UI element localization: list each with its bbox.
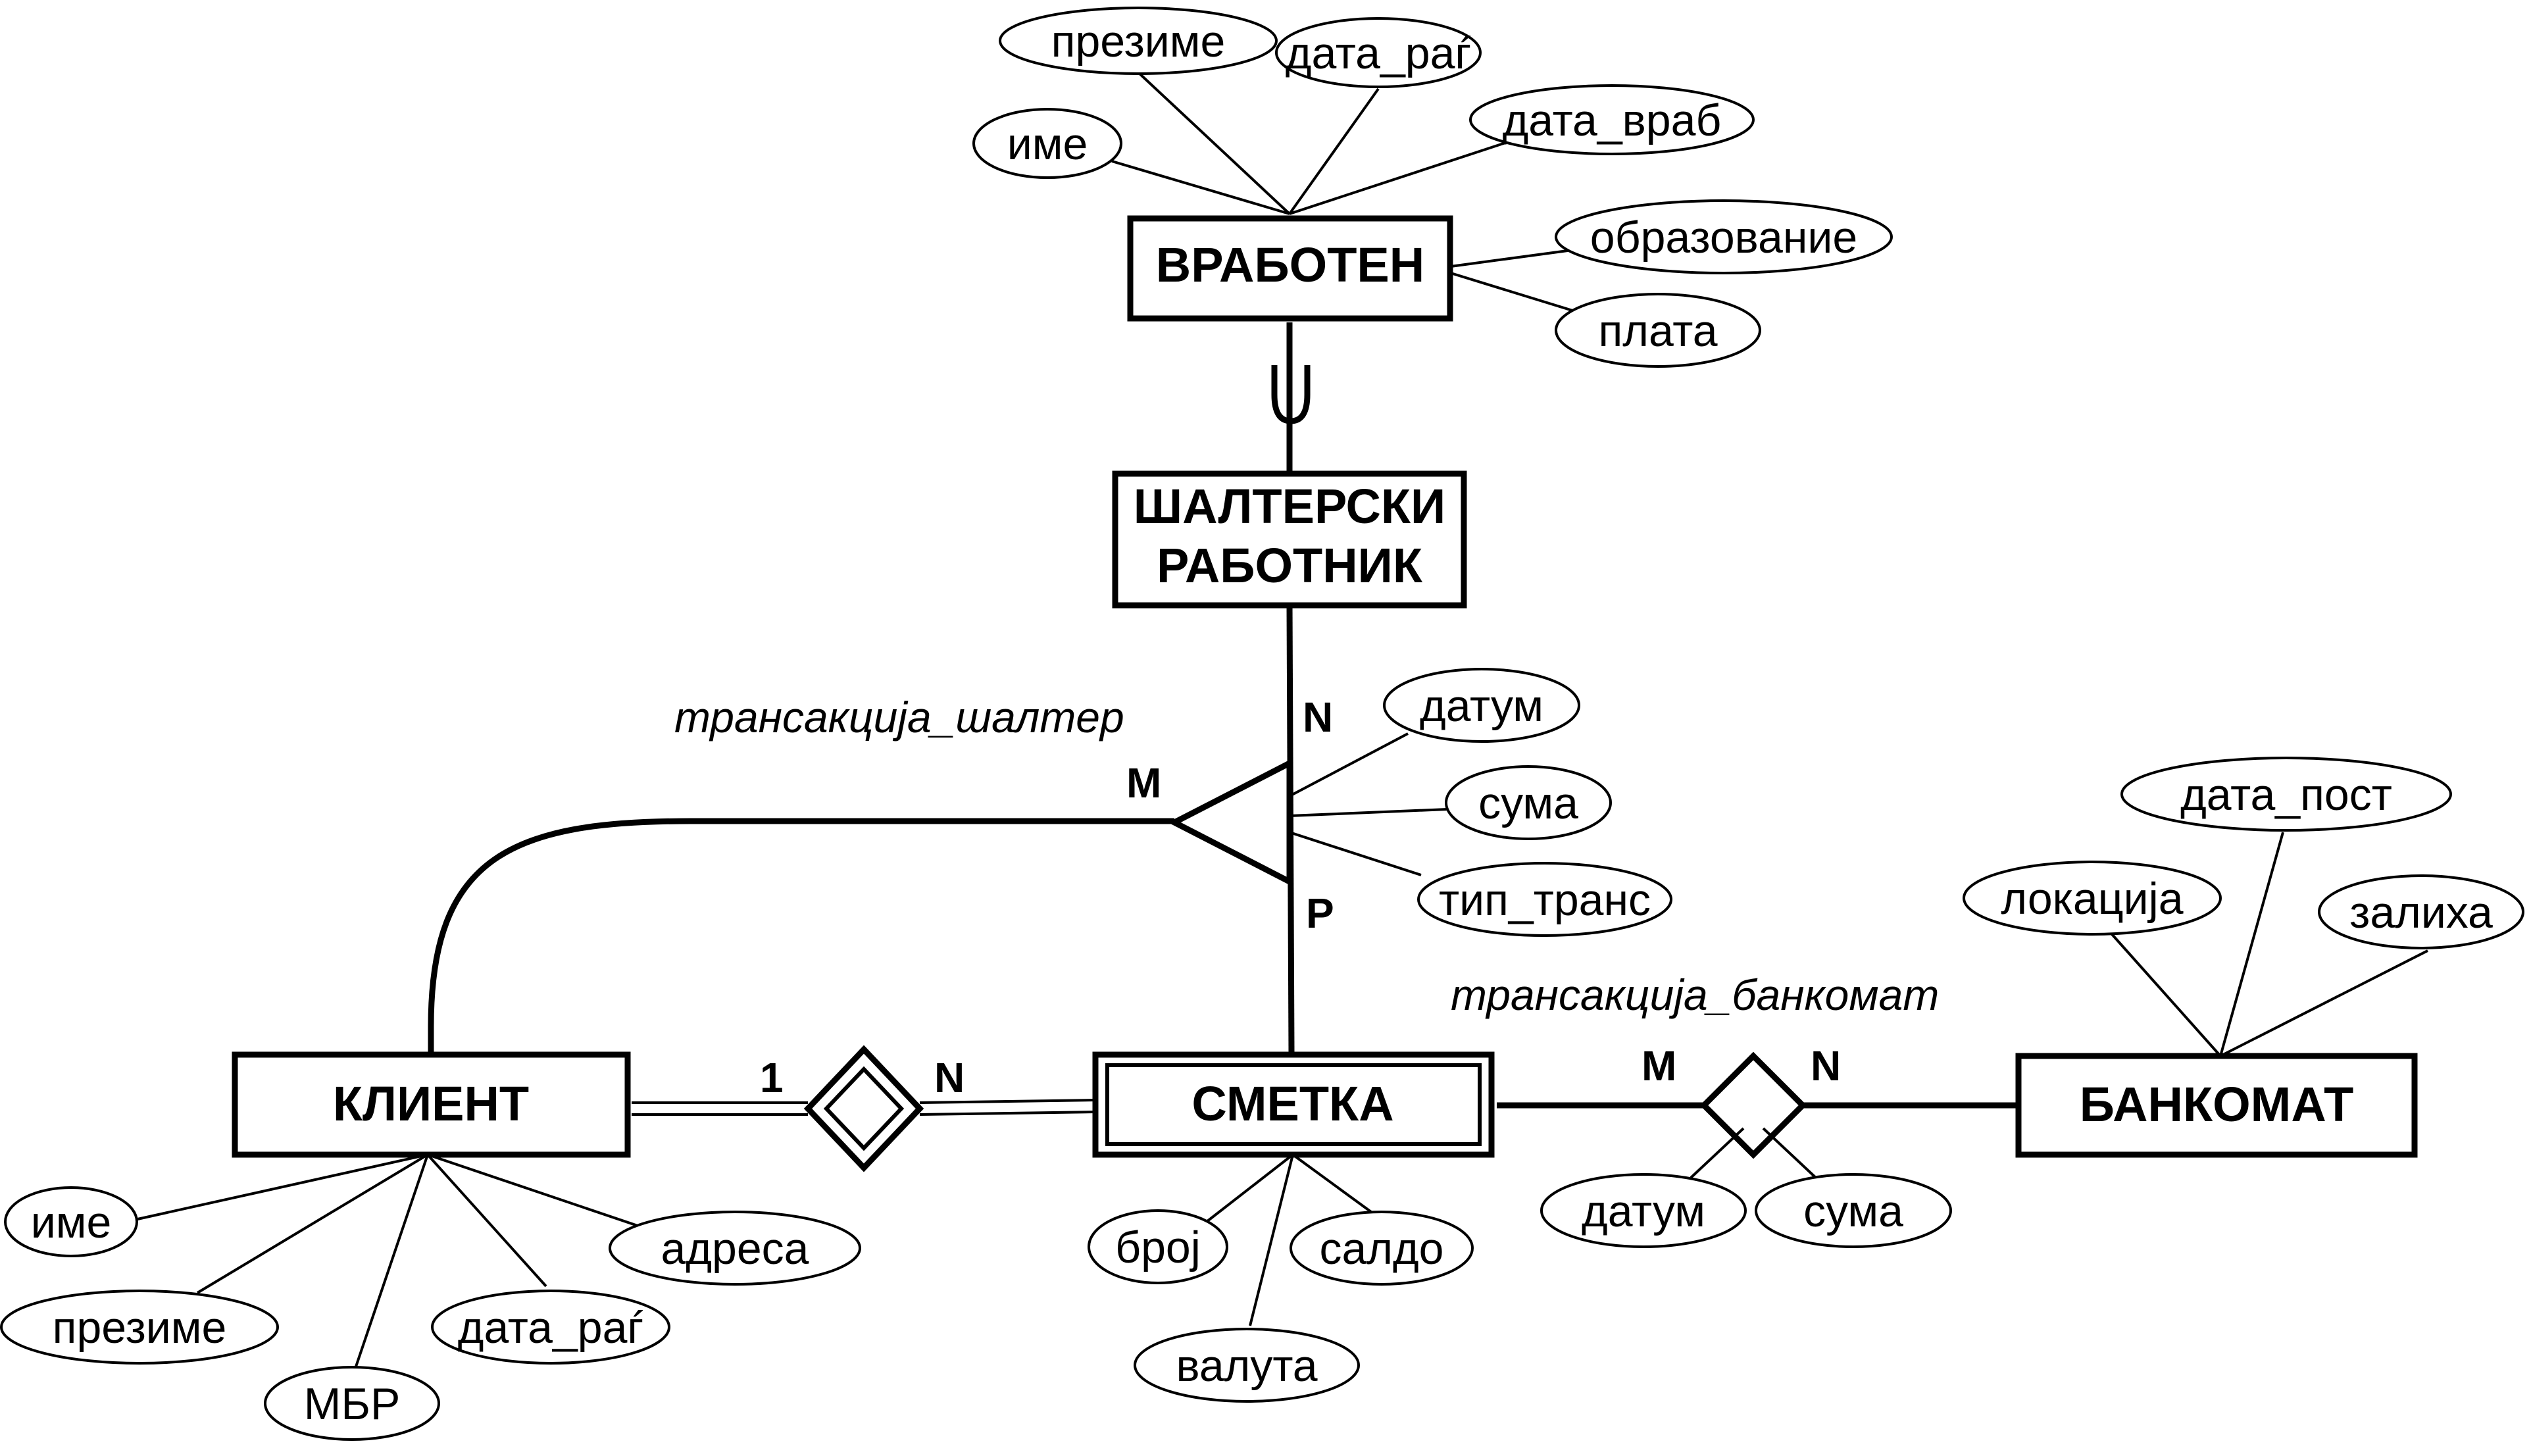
attr-smetka-broj: број [1088,1209,1228,1284]
attr-label: дата_враб [1503,95,1722,145]
attr-shalter-suma: сума [1445,765,1612,840]
card-klient-smetka-n: N [934,1054,965,1101]
attr-label: сума [1803,1186,1903,1236]
entity-vraboten-label: ВРАБОТЕН [1156,238,1424,292]
attr-label: датум [1582,1186,1705,1236]
attr-bankomat-zaliha: залиха [2318,874,2524,949]
shalter-attribute-lines [1289,732,1448,876]
entity-smetka: СМЕТКА [1092,1051,1495,1158]
attr-label: адреса [661,1224,809,1274]
relationship-klient-smetka [803,1045,924,1172]
attr-vraboten-data-ragj: дата_раѓ [1275,17,1482,88]
attr-label: презиме [53,1303,227,1353]
card-shalter-p: P [1306,890,1334,937]
attr-vraboten-plata: плата [1555,293,1761,368]
attr-vraboten-data-vrab: дата_враб [1469,84,1755,155]
klient-to-triangle-curve [428,818,1174,1053]
attr-klient-prezime: презиме [0,1290,279,1365]
card-klient-smetka-1: 1 [760,1054,784,1101]
transakcija-shalter-triangle [1168,758,1293,887]
bankomat-attribute-lines [2111,832,2428,1057]
vraboten-attribute-lines [1111,71,1580,314]
attr-shalter-datum: датум [1383,668,1580,743]
entity-bankomat: БАНКОМАТ [2015,1053,2418,1158]
attr-vraboten-ime: име [972,108,1122,179]
attr-bankomat-trans-datum: датум [1540,1173,1747,1248]
relationship-shalter-label: трансакција_шалтер [674,693,1124,741]
card-shalter-m: M [1126,759,1161,807]
attr-bankomat-data-post: дата_пост [2120,757,2452,832]
entity-klient-label: КЛИЕНТ [333,1076,529,1131]
entity-vraboten: ВРАБОТЕН [1127,215,1453,322]
specialization-link [1271,322,1311,474]
attr-label: дата_пост [2180,770,2392,820]
attr-label: салдо [1320,1224,1444,1274]
relationship-transakcija-bankomat [1699,1051,1807,1159]
entity-shalterski-rabotnik: ШАЛТЕРСКИ РАБОТНИК [1112,470,1467,609]
attr-label: МБР [304,1379,401,1429]
klient-smetka-lines [632,1099,1096,1116]
entity-shalterski-label-1: ШАЛТЕРСКИ [1134,479,1446,534]
attr-label: дата_раѓ [458,1303,643,1353]
attr-klient-mbr: МБР [264,1366,440,1441]
attr-label: залиха [2349,888,2493,938]
attr-vraboten-prezime: презиме [999,7,1278,75]
entity-shalterski-label-2: РАБОТНИК [1157,538,1423,593]
relationship-bankomat-label: трансакција_банкомат [1451,970,1939,1019]
attr-smetka-saldo: салдо [1290,1211,1474,1286]
attr-klient-ime: име [4,1186,138,1257]
attr-klient-adresa: адреса [609,1211,861,1286]
entity-bankomat-label: БАНКОМАТ [2080,1077,2354,1132]
card-bankomat-m: M [1641,1042,1676,1090]
attr-label: валута [1176,1341,1317,1391]
attr-bankomat-trans-suma: сума [1755,1173,1952,1248]
attr-bankomat-lokacija: локација [1963,861,2222,936]
attr-klient-data-ragj: дата_раѓ [431,1290,670,1365]
entity-smetka-label: СМЕТКА [1191,1076,1393,1131]
attr-label: име [1007,119,1088,169]
attr-label: плата [1598,306,1717,356]
attr-label: тип_транс [1439,875,1651,925]
klient-attribute-lines [131,1153,652,1369]
attr-shalter-tip-trans: тип_транс [1417,862,1672,937]
attr-label: образование [1590,213,1857,263]
card-bankomat-n: N [1811,1042,1841,1090]
card-shalter-n: N [1303,693,1333,741]
smetka-attribute-lines [1203,1153,1380,1326]
attr-label: датум [1420,681,1543,731]
attr-label: презиме [1051,16,1226,66]
attr-label: име [31,1197,112,1247]
attr-label: сума [1478,778,1578,828]
attr-vraboten-obrazovanie: образование [1555,199,1893,274]
attr-label: дата_раѓ [1286,28,1471,78]
attr-label: локација [2001,874,2183,924]
attr-label: број [1115,1222,1201,1272]
subset-icon [1271,365,1311,424]
attr-smetka-valuta: валута [1134,1328,1360,1403]
entity-klient: КЛИЕНТ [232,1051,631,1158]
